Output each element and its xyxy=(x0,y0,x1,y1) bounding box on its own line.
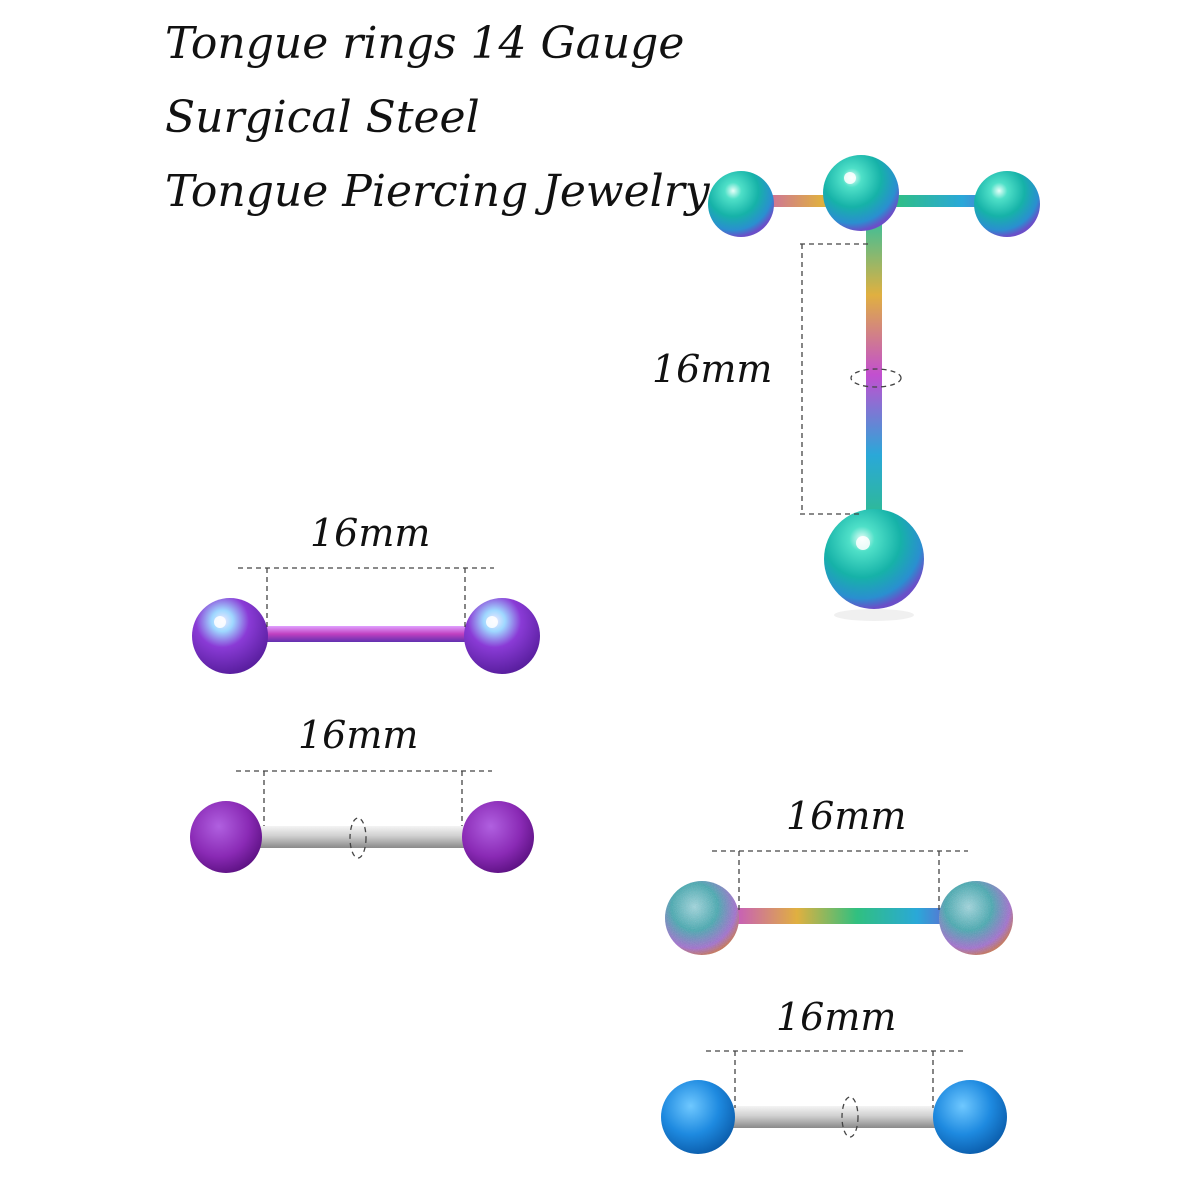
title-line-2: Surgical Steel xyxy=(165,92,480,143)
purple-matte-barbell-length-label: 16mm xyxy=(298,713,419,757)
right-ball xyxy=(974,171,1040,237)
purple-rainbow-barbell xyxy=(192,567,540,674)
purple-rainbow-barbell-length-label: 16mm xyxy=(310,511,431,555)
bottom-ball xyxy=(824,509,924,609)
purple-matte-barbell xyxy=(190,770,534,873)
top-ball xyxy=(823,155,899,231)
left-ball xyxy=(708,171,774,237)
rainbow-frosted-barbell-length-label: 16mm xyxy=(786,794,907,838)
vertical-rainbow-barbell xyxy=(708,155,1040,621)
title-line-3: Tongue Piercing Jewelry xyxy=(165,166,710,217)
rainbow-frosted-barbell xyxy=(665,850,1013,955)
vertical-barbell-length-label: 16mm xyxy=(652,347,773,391)
blue-glow-barbell xyxy=(661,1050,1007,1154)
blue-glow-barbell-length-label: 16mm xyxy=(776,995,897,1039)
vertical-bar xyxy=(866,215,882,535)
title-line-1: Tongue rings 14 Gauge xyxy=(165,18,685,69)
